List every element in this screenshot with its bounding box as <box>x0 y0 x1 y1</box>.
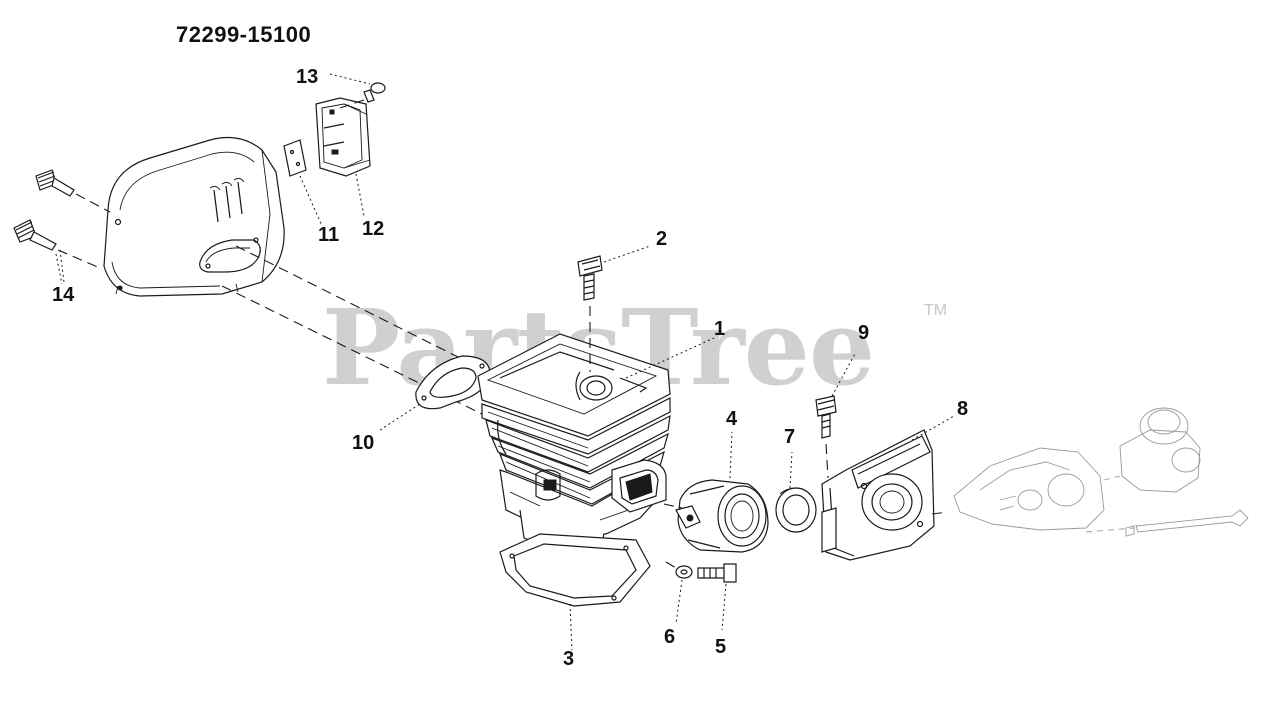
washer[interactable] <box>665 561 693 625</box>
callout-3[interactable]: 3 <box>563 648 575 670</box>
callout-7[interactable]: 7 <box>784 426 796 448</box>
callout-1[interactable]: 1 <box>714 318 726 340</box>
callout-6[interactable]: 6 <box>664 626 676 648</box>
carburetor-adapter[interactable] <box>821 415 955 561</box>
part-number-title: 72299-15100 <box>176 22 312 47</box>
cylinder-screw[interactable] <box>577 245 651 372</box>
intake-bolt[interactable] <box>697 563 737 631</box>
muffler-bolt-upper[interactable] <box>35 169 111 213</box>
muffler-cover[interactable] <box>315 97 371 217</box>
carburetor-ghost <box>953 407 1249 537</box>
cover-screw[interactable] <box>329 73 386 109</box>
muffler-bolt-lower[interactable] <box>13 219 101 269</box>
cylinder[interactable] <box>477 333 671 553</box>
callout-10[interactable]: 10 <box>352 432 375 454</box>
muffler[interactable] <box>103 137 285 297</box>
callout-4[interactable]: 4 <box>726 408 738 430</box>
callout-8[interactable]: 8 <box>957 398 969 420</box>
callout-9[interactable]: 9 <box>858 322 870 344</box>
intake-clamp[interactable] <box>775 451 817 533</box>
spark-arrester-screen[interactable] <box>283 139 323 227</box>
trademark-mark: TM <box>924 302 948 319</box>
callout-5[interactable]: 5 <box>715 636 727 658</box>
callout-2[interactable]: 2 <box>656 228 668 250</box>
callout-11[interactable]: 11 <box>318 224 340 246</box>
callout-14[interactable]: 14 <box>52 284 75 306</box>
intake-manifold[interactable] <box>663 431 769 553</box>
exhaust-gasket[interactable] <box>379 355 491 431</box>
adapter-screw[interactable] <box>815 351 857 479</box>
base-gasket[interactable] <box>499 533 651 651</box>
callout-12[interactable]: 12 <box>362 218 385 240</box>
callout-13[interactable]: 13 <box>296 66 319 88</box>
